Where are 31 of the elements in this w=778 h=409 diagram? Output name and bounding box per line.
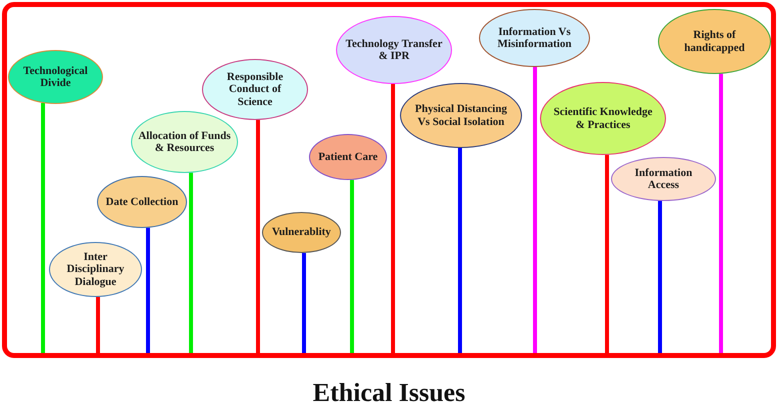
outline-frame — [2, 2, 776, 358]
topic-label: Date Collection — [106, 196, 178, 208]
connector-line — [189, 172, 193, 354]
topic-ellipse — [262, 212, 341, 253]
topic-ellipse — [97, 176, 187, 228]
topic-label: Patient Care — [318, 150, 378, 164]
topic-label: Inter Disciplinary Dialogue — [66, 250, 126, 288]
connector-line — [302, 252, 306, 354]
connector-line — [96, 296, 100, 354]
connector-line — [350, 180, 354, 354]
diagram-title: Ethical Issues — [312, 378, 466, 408]
topic-label: Allocation of Funds & Resources — [137, 130, 232, 154]
topic-label: Physical Distancing Vs Social Isolation — [414, 103, 508, 128]
connector-line — [458, 148, 462, 354]
topic-label: Information Vs Misinformation — [496, 26, 572, 50]
connector-line — [146, 228, 150, 354]
topic-ellipse — [611, 157, 716, 201]
topic-label: Technology Transfer & IPR — [344, 38, 444, 62]
connector-line — [391, 84, 395, 354]
connector-line — [719, 74, 723, 354]
connector-line — [256, 120, 260, 354]
connector-line — [658, 200, 662, 354]
topic-label: Technological Divide — [22, 64, 89, 90]
topic-label: Scientific Knowledge & Practices — [552, 106, 654, 131]
connector-line — [605, 154, 609, 354]
topic-label: Rights of handicapped — [683, 29, 746, 54]
topic-label: Vulnerablity — [272, 226, 331, 239]
connector-line — [533, 67, 537, 354]
topic-label: Responsible Conduct of Science — [226, 70, 284, 108]
connector-line — [41, 103, 45, 354]
topic-label: Information Access — [634, 166, 694, 192]
